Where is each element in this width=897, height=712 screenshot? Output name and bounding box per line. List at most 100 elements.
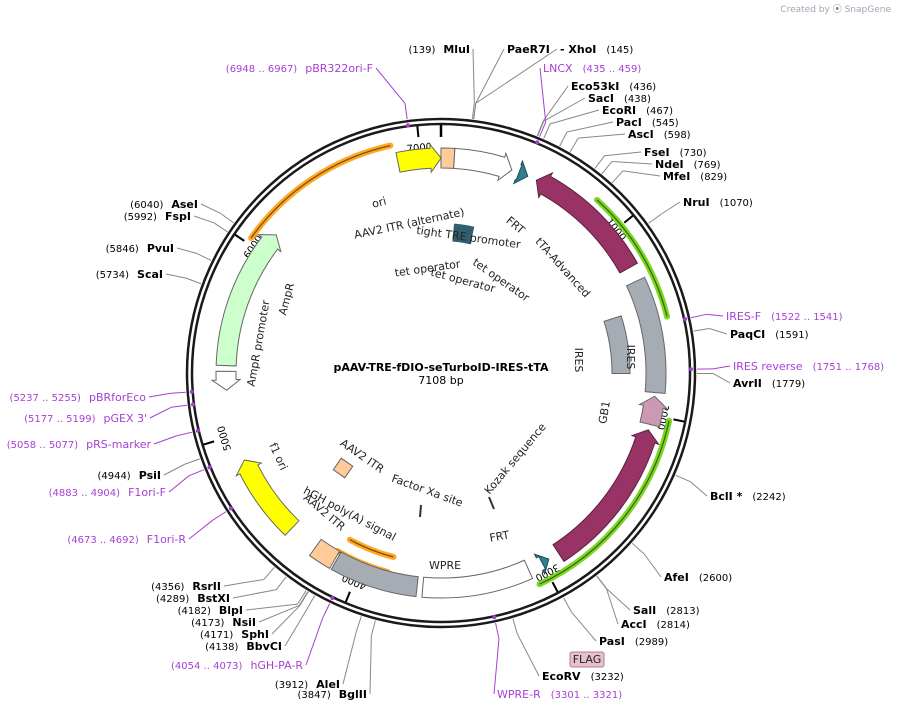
- site-name[interactable]: BbvCI: [246, 640, 282, 653]
- site-name[interactable]: BglII: [339, 688, 367, 701]
- site-name[interactable]: PaeR7I: [507, 43, 550, 56]
- site-position: (4944): [97, 471, 130, 482]
- site-name[interactable]: Eco53kI: [571, 80, 619, 93]
- primer-name[interactable]: pRS-marker: [86, 438, 151, 451]
- site-position: (3232): [591, 672, 624, 683]
- site-position: (5734): [96, 270, 129, 281]
- site-name[interactable]: AseI: [171, 198, 198, 211]
- primer-range: (4673 .. 4692): [67, 535, 139, 546]
- ori-shape: [395, 142, 442, 174]
- leader-line: [706, 313, 724, 317]
- leader-line: [570, 611, 597, 642]
- site-name[interactable]: BstXI: [197, 592, 230, 605]
- credit-text: Created by: [780, 5, 830, 15]
- site-name[interactable]: SalI: [633, 604, 656, 617]
- primer-name[interactable]: F1ori-F: [128, 486, 166, 499]
- leader-line: [594, 155, 605, 169]
- site-name[interactable]: AvrII: [733, 377, 762, 390]
- tick-mark: [416, 126, 420, 138]
- aav2-itr-shape: [308, 538, 341, 570]
- site-name[interactable]: SphI: [241, 628, 269, 641]
- primer-name[interactable]: pGEX 3': [103, 412, 147, 425]
- primer-name[interactable]: IRES reverse: [733, 360, 803, 373]
- site-position: (769): [694, 160, 721, 171]
- tick-mark: [344, 591, 351, 603]
- leader-line: [271, 605, 301, 635]
- site-position: (545): [652, 118, 679, 129]
- site-name[interactable]: BlpI: [219, 604, 243, 617]
- credit-brand: SnapGene: [844, 5, 891, 15]
- leader-line: [188, 469, 205, 477]
- ires-inner-label: IRES: [572, 348, 585, 373]
- tick-mark: [623, 214, 634, 224]
- site-position: (4171): [200, 630, 233, 641]
- primer-name[interactable]: pBRforEco: [89, 391, 146, 404]
- ori-label: ori: [370, 194, 387, 210]
- primer-name[interactable]: LNCX: [543, 62, 573, 75]
- site-name[interactable]: PacI: [616, 116, 642, 129]
- site-name[interactable]: PaqCI: [730, 328, 765, 341]
- factor-xa-mark: [419, 504, 422, 518]
- tetr-shape: [535, 171, 639, 274]
- site-name[interactable]: PsiI: [139, 469, 161, 482]
- ampr-label: AmpR: [276, 281, 297, 316]
- tick-label: 5000: [216, 424, 234, 452]
- primer-name[interactable]: hGH-PA-R: [250, 659, 303, 672]
- leader-line: [305, 617, 324, 666]
- primer-name[interactable]: IRES-F: [726, 310, 761, 323]
- site-name[interactable]: RsrII: [192, 580, 221, 593]
- leader-line: [471, 102, 475, 119]
- tick-mark: [203, 440, 215, 446]
- site-name[interactable]: NsiI: [232, 616, 256, 629]
- orf-arc-turboid-core: [539, 420, 670, 585]
- leader-line: [355, 616, 362, 632]
- leader-line: [263, 566, 275, 580]
- site-name[interactable]: MfeI: [663, 170, 690, 183]
- leader-line: [223, 578, 265, 587]
- leader-line: [284, 609, 308, 647]
- site-name[interactable]: EcoRV: [542, 670, 581, 683]
- site-name[interactable]: - XhoI: [560, 43, 596, 56]
- site-name[interactable]: AscI: [628, 128, 654, 141]
- primer-name[interactable]: pBR322ori-F: [305, 62, 373, 75]
- flag-label: FLAG: [573, 653, 602, 666]
- site-name[interactable]: NdeI: [655, 158, 684, 171]
- site-name[interactable]: ScaI: [137, 268, 163, 281]
- site-name[interactable]: NruI: [683, 196, 710, 209]
- leader-line: [611, 160, 653, 165]
- site-position: (3847): [298, 690, 331, 701]
- site-name[interactable]: AfeI: [664, 571, 689, 584]
- leader-line: [473, 103, 477, 120]
- leader-line: [297, 590, 307, 605]
- site-name[interactable]: EcoRI: [602, 104, 636, 117]
- site-name[interactable]: MluI: [443, 43, 470, 56]
- leader-line: [539, 67, 547, 123]
- hgh-polya-shape: [330, 551, 419, 598]
- site-position: (1591): [775, 330, 808, 341]
- leader-line: [693, 327, 710, 332]
- leader-line: [611, 170, 624, 184]
- primer-name[interactable]: WPRE-R: [497, 688, 541, 701]
- site-name[interactable]: PvuI: [147, 242, 174, 255]
- snapgene-logo-icon: ⦿: [832, 5, 842, 15]
- primer-range: (1751 .. 1768): [813, 362, 885, 373]
- site-name[interactable]: BclI *: [710, 490, 743, 503]
- gb1-shape: [637, 395, 669, 428]
- leader-line: [604, 151, 642, 157]
- primer-name[interactable]: F1ori-R: [147, 533, 187, 546]
- leader-line: [690, 313, 707, 319]
- site-name[interactable]: PasI: [599, 635, 625, 648]
- plasmid-name: pAAV-TRE-fDIO-seTurboID-IRES-tTA: [334, 361, 549, 374]
- site-name[interactable]: FseI: [644, 146, 670, 159]
- site-name[interactable]: AccI: [621, 618, 647, 631]
- site-name[interactable]: FspI: [165, 210, 191, 223]
- primer-range: (5237 .. 5255): [10, 393, 82, 404]
- leader-line: [472, 48, 475, 104]
- site-name[interactable]: AleI: [316, 678, 340, 691]
- leader-line: [188, 520, 213, 540]
- hgh-polya-label: hGH poly(A) signal: [301, 484, 398, 544]
- site-position: (2242): [752, 492, 785, 503]
- gb1-label: GB1: [596, 400, 613, 425]
- leader-line: [276, 576, 287, 590]
- site-name[interactable]: SacI: [588, 92, 614, 105]
